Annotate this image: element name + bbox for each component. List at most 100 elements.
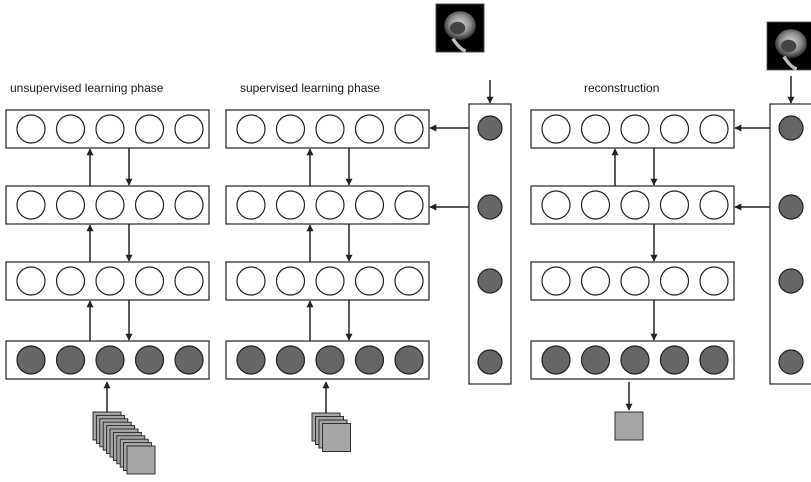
visible-unit (354, 345, 385, 375)
hidden-unit (394, 266, 424, 296)
visible-unit (95, 345, 125, 375)
hidden-unit (95, 266, 125, 296)
hidden-unit (236, 266, 266, 296)
layer-col1-row4 (5, 340, 210, 380)
hidden-unit (16, 266, 46, 296)
label-column-reconstruction (769, 103, 811, 385)
section-title-supervised: supervised learning phase (240, 81, 381, 95)
hidden-unit (95, 190, 125, 220)
patch-stack-icon (92, 411, 156, 475)
label-box (468, 103, 512, 385)
visible-unit (275, 345, 306, 375)
label-box (769, 103, 811, 385)
hidden-unit (620, 266, 650, 296)
hidden-unit (16, 190, 46, 220)
hidden-unit (174, 190, 204, 220)
hidden-unit (236, 114, 266, 144)
label-unit (477, 268, 503, 294)
visible-unit (699, 345, 729, 375)
visible-unit (580, 345, 611, 375)
hidden-unit (699, 190, 729, 220)
visible-unit (541, 345, 571, 375)
hidden-unit (394, 190, 424, 220)
hidden-unit (55, 266, 86, 296)
patch-stack-icon (311, 412, 351, 452)
hidden-unit (134, 266, 165, 296)
label-unit (778, 349, 804, 375)
layer-col3-row2 (530, 185, 735, 225)
visible-unit (315, 345, 345, 375)
patch (322, 423, 351, 452)
mri-slice-image (435, 3, 485, 53)
hidden-unit (315, 114, 345, 144)
hidden-unit (541, 114, 571, 144)
visible-unit (620, 345, 650, 375)
hidden-unit (275, 266, 306, 296)
visible-unit (16, 345, 46, 375)
patch (126, 445, 156, 475)
label-unit (477, 115, 503, 141)
visible-unit (236, 345, 266, 375)
section-title-reconstruction: reconstruction (584, 81, 660, 95)
hidden-unit (580, 190, 611, 220)
label-unit (477, 194, 503, 220)
label-unit (477, 349, 503, 375)
hidden-unit (134, 114, 165, 144)
patch (614, 411, 644, 441)
visible-unit (174, 345, 204, 375)
visible-unit (394, 345, 424, 375)
hidden-unit (275, 114, 306, 144)
visible-unit (55, 345, 86, 375)
mri-core (780, 39, 797, 53)
hidden-unit (55, 190, 86, 220)
section-title-unsupervised: unsupervised learning phase (10, 81, 164, 95)
hidden-unit (699, 266, 729, 296)
hidden-unit (174, 114, 204, 144)
hidden-unit (275, 190, 306, 220)
hidden-unit (580, 266, 611, 296)
label-column-supervised (468, 103, 512, 385)
hidden-unit (315, 266, 345, 296)
layer-col3-row1 (530, 109, 735, 149)
patch-icon (614, 411, 644, 441)
layer-col2-row4 (225, 340, 430, 380)
mri-spine (451, 37, 467, 53)
hidden-unit (354, 114, 385, 144)
hidden-unit (55, 114, 86, 144)
hidden-unit (659, 190, 690, 220)
hidden-unit (174, 266, 204, 296)
hidden-unit (95, 114, 125, 144)
label-unit (778, 268, 804, 294)
mri-slice-icon (766, 21, 811, 71)
label-unit (778, 194, 804, 220)
visible-unit (134, 345, 165, 375)
layer-col1-row3 (5, 261, 210, 301)
hidden-unit (541, 190, 571, 220)
layer-col2-row1 (225, 109, 430, 149)
hidden-unit (580, 114, 611, 144)
hidden-unit (620, 114, 650, 144)
layer-col3-row4 (530, 340, 735, 380)
layer-col3-row3 (530, 261, 735, 301)
hidden-unit (354, 266, 385, 296)
hidden-unit (620, 190, 650, 220)
hidden-unit (394, 114, 424, 144)
hidden-unit (541, 266, 571, 296)
mri-core (449, 21, 466, 35)
label-unit (778, 115, 804, 141)
layer-col1-row1 (5, 109, 210, 149)
hidden-unit (659, 114, 690, 144)
layer-col2-row3 (225, 261, 430, 301)
hidden-unit (16, 114, 46, 144)
hidden-unit (699, 114, 729, 144)
visible-unit (659, 345, 690, 375)
hidden-unit (659, 266, 690, 296)
layer-col2-row2 (225, 185, 430, 225)
hidden-unit (354, 190, 385, 220)
hidden-unit (236, 190, 266, 220)
hidden-unit (315, 190, 345, 220)
hidden-unit (134, 190, 165, 220)
mri-spine (782, 55, 798, 71)
layer-col1-row2 (5, 185, 210, 225)
